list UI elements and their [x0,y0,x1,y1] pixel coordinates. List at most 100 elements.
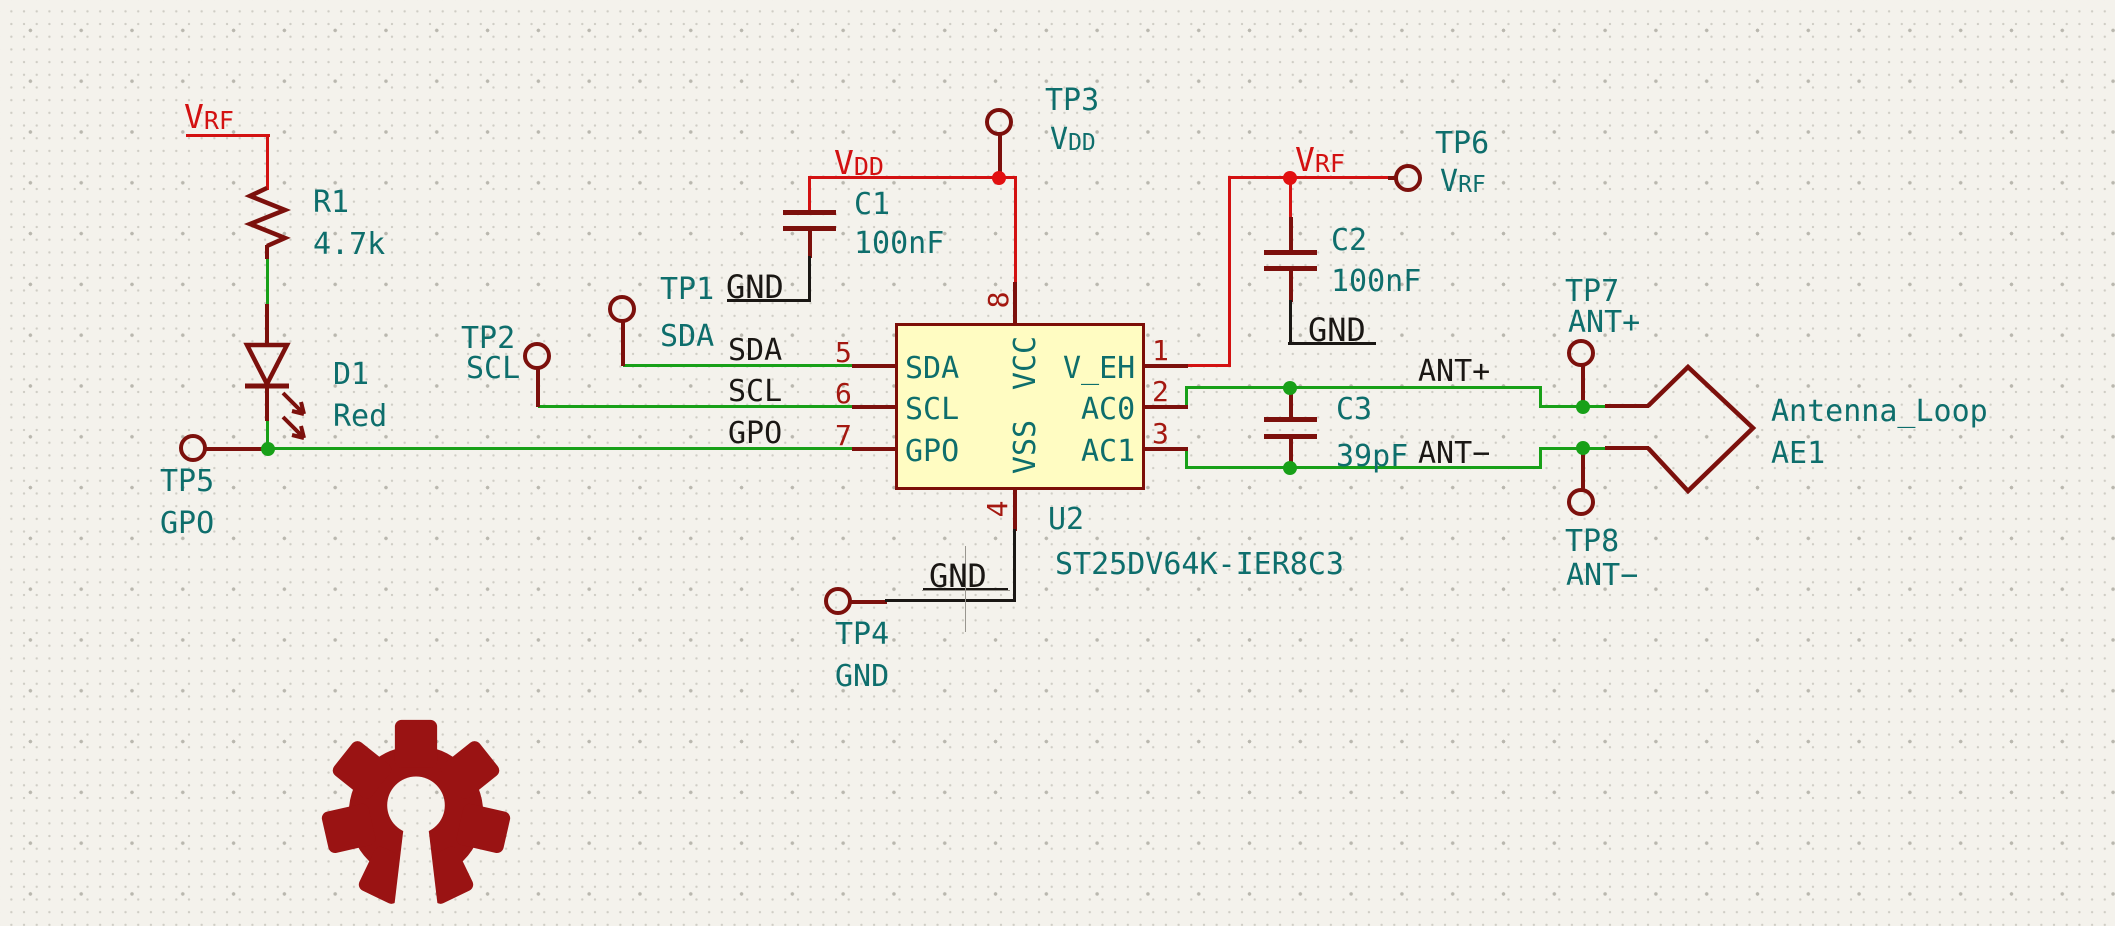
c3-top-lead[interactable] [1289,387,1293,419]
wire-r1-to-d1[interactable] [266,257,269,306]
c3-plate-bottom[interactable] [1264,434,1317,439]
c2-plate-bottom[interactable] [1264,266,1317,271]
tp2-reference[interactable]: TP2 [461,321,516,356]
c3-plate-top[interactable] [1264,417,1317,422]
wire-ac1-jog[interactable] [1185,447,1188,469]
tp6-pad[interactable] [1394,164,1422,192]
wire-ant-plus[interactable] [1185,386,1542,389]
u2-value[interactable]: ST25DV64K-IER8C3 [1055,547,1344,582]
net-label-ant-plus[interactable]: ANT+ [1418,354,1491,389]
pin4-gnd-riser[interactable] [1013,529,1016,602]
r1-bottom-lead[interactable] [265,245,269,259]
tp7-net[interactable]: ANT+ [1568,305,1641,340]
wire-scl[interactable] [538,405,855,408]
c2-reference[interactable]: C2 [1331,223,1368,258]
c3-value[interactable]: 39pF [1336,439,1409,474]
tp5-pad[interactable] [179,434,207,462]
tp8-pad[interactable] [1567,488,1595,516]
tp8-stub[interactable] [1581,447,1585,492]
c1-gnd-lead[interactable] [808,256,811,302]
pin2-stub[interactable] [1144,405,1188,409]
tp4-stub[interactable] [849,600,887,604]
c2-gnd-flag-label[interactable]: GND [1308,311,1366,349]
tp6-reference[interactable]: TP6 [1435,126,1490,161]
wire-vrf-right-bar[interactable] [1228,176,1392,179]
pin6-stub[interactable] [852,405,896,409]
c2-plate-top[interactable] [1264,250,1317,255]
c1-plate-bottom[interactable] [783,226,836,231]
pin1-stub[interactable] [1144,364,1188,368]
wire-gpo[interactable] [267,447,855,450]
c2-top-lead[interactable] [1289,217,1293,252]
power-label-vrf-left[interactable]: VRF [184,100,234,133]
wire-vdd-to-c1[interactable] [808,176,811,212]
pin4-stub[interactable] [1013,489,1017,531]
tp4-gnd-flag-label[interactable]: GND [929,557,987,595]
wire-ant-minus-step[interactable] [1539,447,1542,469]
tp5-stub[interactable] [206,447,268,451]
antenna-top-lead[interactable] [1605,404,1649,408]
d1-reference[interactable]: D1 [333,357,370,392]
c3-reference[interactable]: C3 [1336,392,1373,427]
c1-bottom-lead[interactable] [808,229,812,258]
wire-ant-plus-end[interactable] [1539,405,1607,408]
c2-gnd-lead[interactable] [1289,300,1292,345]
wire-vrf-to-r1[interactable] [266,134,269,190]
net-label-gpo[interactable]: GPO [728,416,783,451]
tp4-net[interactable]: GND [835,659,890,694]
power-label-vdd[interactable]: VDD [834,146,884,179]
tp3-reference[interactable]: TP3 [1045,83,1100,118]
pin7-stub[interactable] [852,447,896,451]
c1-value[interactable]: 100nF [854,226,945,261]
tp7-pad[interactable] [1567,339,1595,367]
net-label-scl[interactable]: SCL [728,374,783,409]
u2-reference[interactable]: U2 [1048,502,1085,537]
net-label-sda[interactable]: SDA [728,333,783,368]
wire-sda[interactable] [623,364,855,367]
tp6-net[interactable]: VRF [1440,167,1486,197]
wire-vrf-left-bar[interactable] [186,134,270,137]
wire-vrf-to-c2[interactable] [1289,176,1292,219]
u2-ic-body[interactable] [895,323,1145,490]
c1-plate-top[interactable] [783,210,836,215]
wire-ac0-jog[interactable] [1185,387,1188,408]
tp3-net[interactable]: VDD [1050,125,1096,155]
r1-value[interactable]: 4.7k [313,227,386,262]
c2-bottom-lead[interactable] [1289,269,1293,302]
wire-pin1-run[interactable] [1187,364,1231,367]
tp1-reference[interactable]: TP1 [660,272,715,307]
tp7-stub[interactable] [1581,364,1585,409]
d1-led-triangle[interactable] [243,342,291,389]
antenna-bottom-lead[interactable] [1605,446,1649,450]
ae1-antenna-symbol[interactable] [1646,363,1757,495]
pin3-stub[interactable] [1144,447,1188,451]
d1-bottom-lead[interactable] [265,384,269,421]
d1-top-lead[interactable] [265,304,269,346]
tp5-reference[interactable]: TP5 [160,464,215,499]
wire-vdd-to-pin8[interactable] [1014,176,1017,284]
c3-bottom-lead[interactable] [1289,438,1293,469]
wire-ant-minus[interactable] [1185,466,1542,469]
power-label-vrf-right[interactable]: VRF [1295,143,1345,176]
tp6-stub[interactable] [1388,176,1397,180]
tp4-reference[interactable]: TP4 [835,617,890,652]
c1-gnd-flag-label[interactable]: GND [726,268,784,306]
tp3-stub[interactable] [998,135,1002,178]
tp4-gnd-wire[interactable] [885,599,1016,602]
tp7-reference[interactable]: TP7 [1565,274,1620,309]
ae1-reference[interactable]: AE1 [1771,436,1826,471]
tp2-stub[interactable] [536,369,540,407]
tp5-net[interactable]: GPO [160,506,215,541]
pin8-stub[interactable] [1013,282,1017,324]
tp3-pad[interactable] [985,108,1013,136]
tp2-net[interactable]: SCL [466,351,521,386]
tp1-pad[interactable] [608,295,636,323]
tp2-pad[interactable] [523,342,551,370]
c1-gnd-flag-bar[interactable] [727,299,811,302]
wire-ant-plus-step[interactable] [1539,386,1542,408]
c2-gnd-flag-bar[interactable] [1288,342,1376,345]
tp4-pad[interactable] [824,587,852,615]
tp1-net[interactable]: SDA [660,319,715,354]
net-label-ant-minus[interactable]: ANT− [1418,436,1491,471]
tp8-reference[interactable]: TP8 [1565,524,1620,559]
